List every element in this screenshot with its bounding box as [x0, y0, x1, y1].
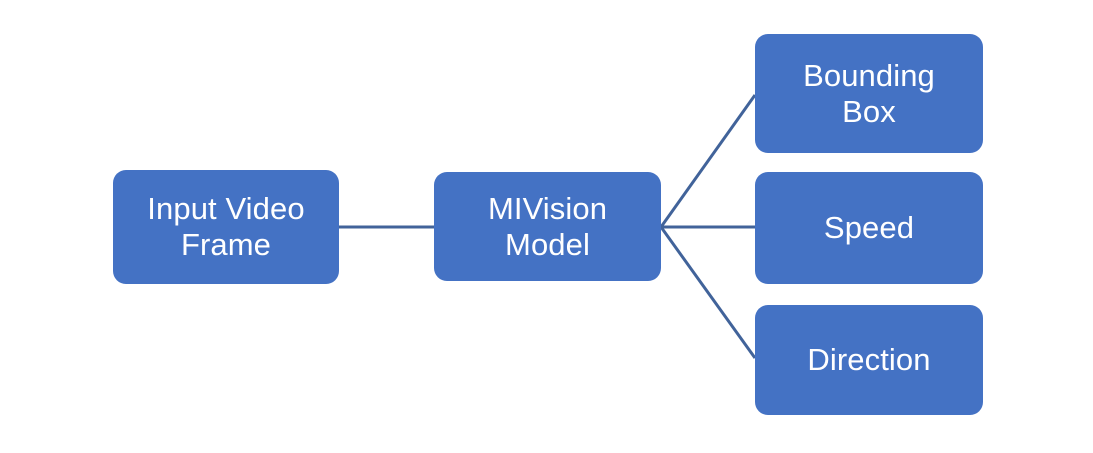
- node-bounding-box-label: Bounding Box: [803, 57, 935, 129]
- connector-model-to-bounding-box: [659, 94, 757, 228]
- node-input-video-frame-label: Input Video Frame: [147, 191, 305, 262]
- node-direction-label: Direction: [807, 342, 931, 378]
- node-bounding-box[interactable]: Bounding Box: [755, 34, 983, 153]
- node-mivision-model[interactable]: MIVision Model: [434, 172, 661, 281]
- node-input-video-frame[interactable]: Input Video Frame: [113, 170, 339, 284]
- node-speed[interactable]: Speed: [755, 172, 983, 284]
- node-speed-label: Speed: [823, 210, 915, 246]
- connector-model-to-direction: [659, 226, 757, 359]
- node-direction[interactable]: Direction: [755, 305, 983, 415]
- node-mivision-model-label: MIVision Model: [487, 190, 608, 262]
